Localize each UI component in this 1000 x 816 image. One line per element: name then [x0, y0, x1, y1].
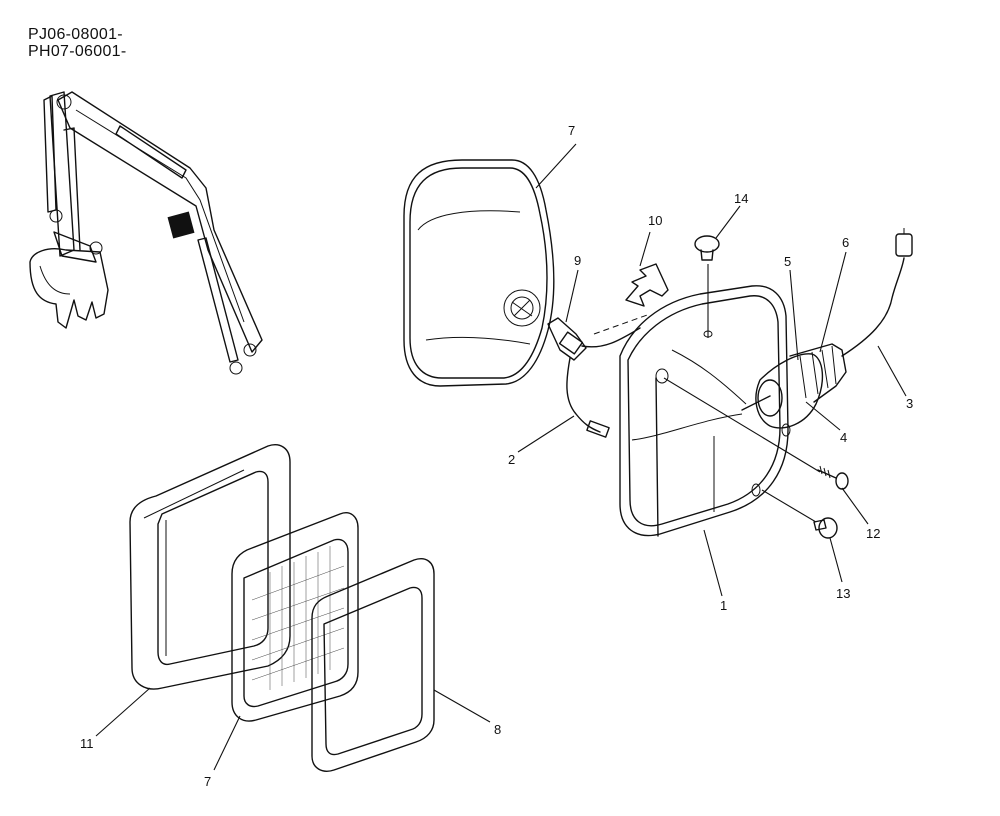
callout-6: 6 [842, 235, 849, 250]
callout-8: 8 [494, 722, 501, 737]
callout-4: 4 [840, 430, 847, 445]
wire-clip [625, 263, 669, 307]
callout-11: 11 [80, 736, 94, 751]
callout-2: 2 [508, 452, 515, 467]
grommet-and-cable [741, 228, 913, 429]
bulb-and-socket [547, 313, 651, 438]
callout-9: 9 [574, 253, 581, 268]
callout-14: 14 [734, 191, 748, 206]
excavator-boom-illustration [29, 91, 263, 375]
serial-range-1: PJ06-08001- [28, 26, 123, 43]
gasket [311, 558, 435, 772]
callout-7-top: 7 [568, 123, 575, 138]
callout-7-bottom: 7 [204, 774, 211, 789]
push-plug [813, 517, 838, 539]
callout-1: 1 [720, 598, 727, 613]
serial-range-block: PJ06-08001- PH07-06001- [28, 26, 126, 60]
serial-range-2: PH07-06001- [28, 43, 127, 60]
work-light-location-marker [167, 211, 195, 239]
callout-10: 10 [648, 213, 662, 228]
rubber-plug [694, 235, 720, 261]
callout-numbers: 7 10 14 9 5 6 3 4 2 12 13 1 8 11 7 [80, 123, 913, 789]
outer-frame [129, 444, 291, 690]
callout-3: 3 [906, 396, 913, 411]
callout-13: 13 [836, 586, 850, 601]
screw [817, 465, 849, 490]
lens [231, 512, 359, 722]
callout-12: 12 [866, 526, 880, 541]
lamp-housing-back [403, 159, 555, 387]
lamp-body [619, 285, 791, 537]
leader-lines [95, 143, 907, 771]
callout-5: 5 [784, 254, 791, 269]
